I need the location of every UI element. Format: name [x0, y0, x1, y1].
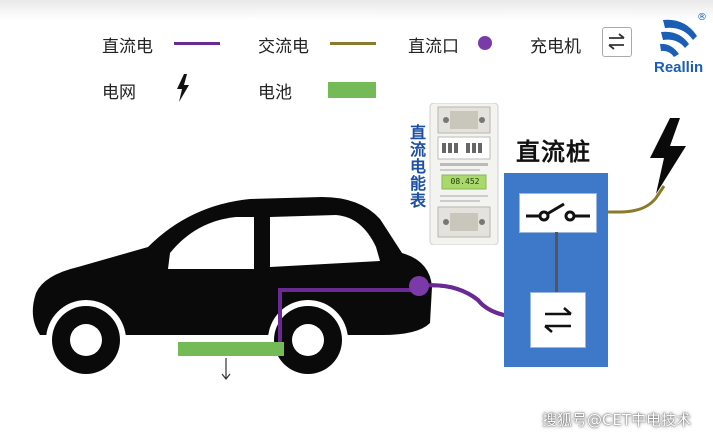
dc-energy-meter: 08.452	[428, 102, 500, 246]
dc-meter-reading: 08.452	[450, 177, 480, 186]
electric-car	[32, 197, 433, 380]
charger-box	[530, 292, 586, 348]
dc-pile-title: 直流桩	[516, 138, 591, 166]
brand-name: Reallin	[654, 59, 704, 76]
lightning-icon	[650, 118, 686, 194]
legend-dc-port-swatch	[478, 36, 492, 50]
legend-dc-port-label: 直流口	[408, 37, 459, 57]
legend-battery-label: 电池	[258, 83, 292, 103]
legend-charger-swatch	[602, 27, 632, 57]
exchange-arrows-icon	[608, 33, 625, 50]
ground-arrow-icon	[221, 358, 231, 380]
watermark: 搜狐号@CET中电技术	[542, 411, 692, 429]
brand-logo-icon	[660, 19, 697, 57]
exchange-arrows-icon	[544, 307, 572, 333]
legend-ac-power-label: 交流电	[258, 37, 309, 57]
legend-charger-label: 充电机	[530, 37, 581, 57]
switch-symbol-icon	[526, 202, 590, 222]
legend-battery-swatch	[328, 82, 376, 98]
legend-grid-label: 电网	[102, 83, 136, 103]
brand-registered-mark: ®	[697, 12, 707, 23]
dc-port	[409, 276, 429, 296]
dc-meter-label: 直流电能表	[407, 124, 426, 209]
legend-dc-power-swatch	[174, 42, 220, 45]
pile-internal-line	[555, 232, 558, 292]
dc-charging-pile	[504, 173, 608, 367]
legend-dc-power-label: 直流电	[102, 37, 153, 57]
lightning-icon	[177, 74, 189, 102]
switch-box	[519, 193, 597, 233]
legend-ac-power-swatch	[330, 42, 376, 45]
top-band	[0, 0, 713, 20]
battery	[178, 342, 284, 356]
